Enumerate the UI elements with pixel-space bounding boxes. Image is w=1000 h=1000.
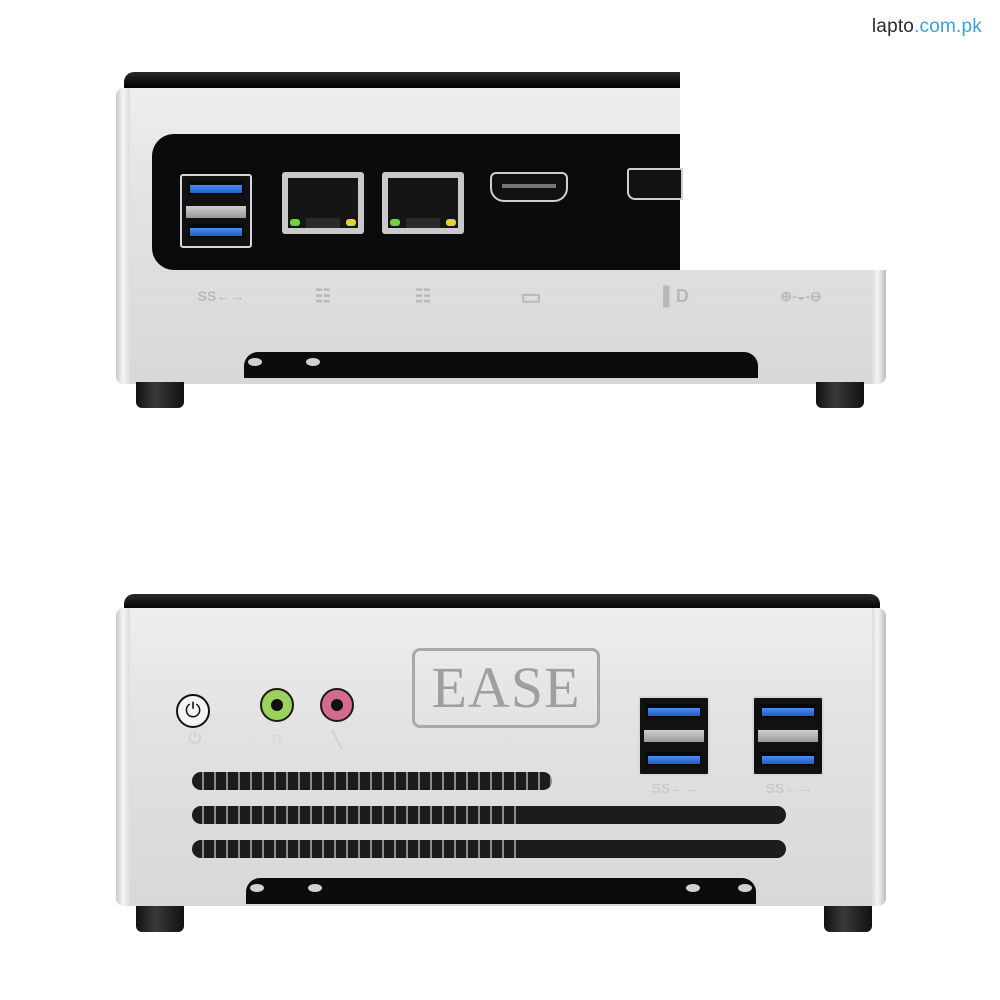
bottom-vent-slot [244, 352, 758, 378]
displayport-port[interactable] [627, 168, 683, 200]
headphone-jack[interactable] [260, 688, 294, 722]
ss-usb-icon: SS←→ [651, 780, 699, 796]
top-lid [124, 594, 880, 610]
rubber-foot [136, 906, 184, 932]
mini-pc-front-view: ⏻ ⏻ ∩ ╲ EASE SS←→ SS←→ [0, 580, 1000, 1000]
brand-logo: EASE [412, 648, 600, 728]
headphone-icon: ∩ [271, 730, 283, 747]
hdmi-icon: ▭ [520, 284, 542, 309]
ss-usb-icon: SS←→ [765, 780, 813, 796]
front-usb3-port-1[interactable] [638, 696, 710, 776]
air-vent-3 [192, 840, 786, 858]
ss-usb-icon: SS←→ [197, 288, 245, 304]
site-watermark: lapto.com.pk [872, 16, 982, 38]
mini-pc-rear-view: SS←→ ☷ ☷ ▭ ▌D ⊕-◒-⊖ [0, 0, 1000, 420]
network-icon: ☷ [414, 286, 432, 306]
air-vent-1 [192, 772, 552, 790]
watermark-prefix: lapto [871, 16, 915, 37]
bottom-vent-slot [246, 878, 756, 904]
rubber-foot [136, 382, 184, 408]
watermark-suffix: .com.pk [914, 16, 982, 37]
network-icon: ☷ [314, 286, 332, 306]
front-usb3-port-2[interactable] [752, 696, 824, 776]
rear-usb3-port[interactable] [180, 174, 252, 248]
microphone-icon: ╲ [332, 732, 342, 749]
power-icon: ⏻ [188, 730, 202, 747]
air-vent-2 [192, 806, 786, 824]
lan-port-2[interactable] [382, 172, 464, 234]
lan-port-1[interactable] [282, 172, 364, 234]
rubber-foot [824, 906, 872, 932]
microphone-jack[interactable] [320, 688, 354, 722]
displayport-icon: ▌D [663, 286, 689, 306]
dc-power-icon: ⊕-◒-⊖ [780, 288, 822, 304]
image-crop-gap [680, 60, 886, 270]
hdmi-port[interactable] [490, 172, 568, 202]
rubber-foot [816, 382, 864, 408]
power-button[interactable]: ⏻ [176, 694, 210, 728]
